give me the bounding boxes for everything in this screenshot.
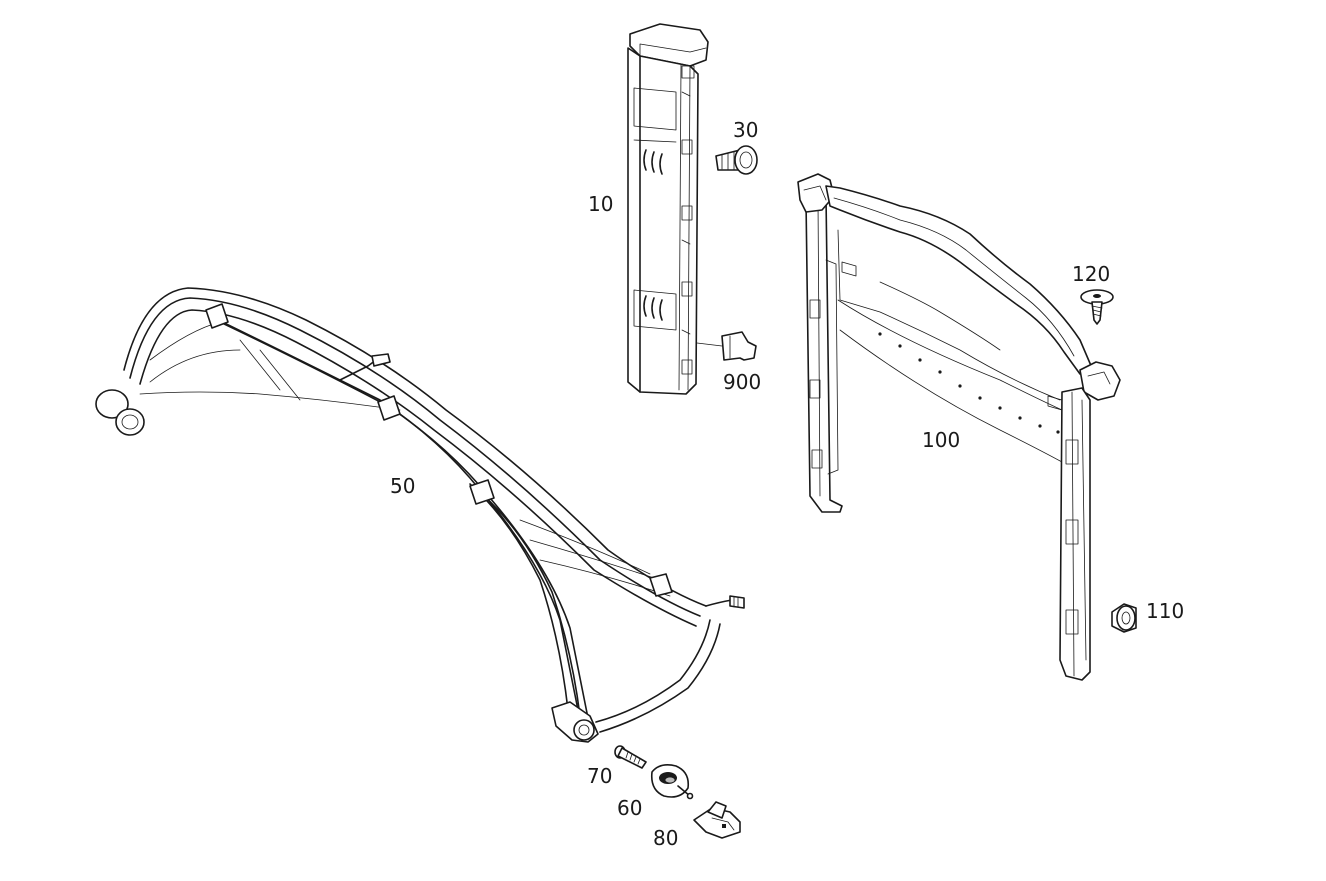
part-110-clip <box>1111 603 1137 633</box>
part-70-bolt <box>614 745 647 769</box>
label-70: 70 <box>587 764 612 788</box>
label-900: 900 <box>723 370 761 394</box>
part-60-grommet <box>650 764 694 800</box>
label-100: 100 <box>922 428 960 452</box>
label-80: 80 <box>653 826 678 850</box>
label-120: 120 <box>1072 262 1110 286</box>
label-10: 10 <box>588 192 613 216</box>
label-30: 30 <box>733 118 758 142</box>
part-80-sensor <box>693 801 741 839</box>
label-110: 110 <box>1146 599 1184 623</box>
part-10-column-trim <box>627 23 709 395</box>
label-50: 50 <box>390 474 415 498</box>
part-120-screw <box>1080 289 1114 325</box>
part-30-push-clip <box>715 145 758 175</box>
part-900-pad <box>696 331 757 361</box>
part-50-harness <box>95 287 745 743</box>
frame-rivet-dots <box>878 332 1060 434</box>
part-100-frame <box>797 173 1121 681</box>
label-60: 60 <box>617 796 642 820</box>
